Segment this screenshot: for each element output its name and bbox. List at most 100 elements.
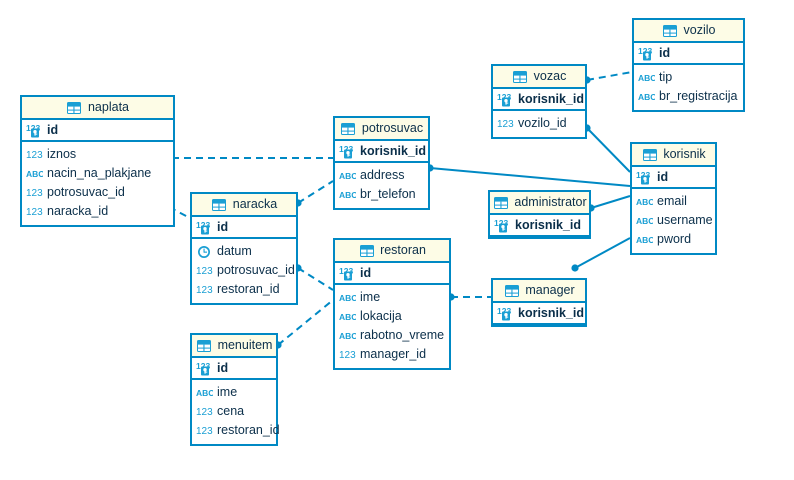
attribute-label: tip [659, 70, 673, 85]
attribute-label: pword [657, 232, 692, 247]
attribute-label: ime [217, 385, 238, 400]
attribute-row[interactable]: ABC address [335, 166, 428, 185]
svg-text:123: 123 [339, 266, 353, 276]
table-icon [641, 147, 658, 162]
number-icon: 123 [196, 282, 213, 297]
attribute-label: naracka_id [47, 204, 109, 219]
entity-title: menuitem [217, 338, 273, 353]
number-icon: 123 [339, 347, 356, 362]
attribute-label: address [360, 168, 405, 183]
relationship-administrator-to-korisnik [587, 195, 631, 212]
svg-text:ABC: ABC [339, 190, 356, 200]
svg-text:ABC: ABC [636, 216, 653, 226]
entity-title: potrosuvac [361, 121, 424, 136]
attribute-row[interactable]: ABC email [632, 192, 715, 211]
entity-header-restoran: restoran [335, 240, 449, 263]
primary-key-row[interactable]: 123 id [632, 167, 715, 189]
primary-key-row[interactable]: 123 korisnik_id [493, 303, 585, 325]
entity-title: restoran [380, 243, 426, 258]
primary-key-label: korisnik_id [518, 305, 584, 320]
svg-text:ABC: ABC [339, 171, 356, 181]
relationship-manager-to-korisnik [571, 237, 631, 272]
svg-text:ABC: ABC [638, 73, 655, 83]
primary-key-number-icon: 123 [497, 92, 514, 107]
primary-key-row[interactable]: 123 korisnik_id [490, 215, 589, 237]
primary-key-row[interactable]: 123 id [192, 217, 296, 239]
table-icon [503, 283, 520, 298]
text-icon: ABC [636, 213, 653, 228]
primary-key-label: id [657, 169, 669, 184]
text-icon: ABC [636, 232, 653, 247]
number-icon: 123 [497, 116, 514, 131]
svg-text:ABC: ABC [339, 293, 356, 303]
entity-title: administrator [514, 195, 587, 210]
svg-text:123: 123 [497, 306, 511, 316]
primary-key-number-icon: 123 [494, 218, 511, 233]
text-icon: ABC [636, 194, 653, 209]
number-icon: 123 [26, 147, 43, 162]
entity-header-korisnik: korisnik [632, 144, 715, 167]
entity-title: naplata [87, 100, 129, 115]
primary-key-label: korisnik_id [515, 217, 581, 232]
primary-key-number-icon: 123 [26, 123, 43, 138]
primary-key-number-icon: 123 [339, 144, 356, 159]
entity-header-naplata: naplata [22, 97, 173, 120]
primary-key-label: id [217, 219, 229, 234]
primary-key-label: id [47, 122, 59, 137]
svg-text:123: 123 [638, 46, 652, 56]
attribute-row[interactable]: datum [192, 242, 296, 261]
attribute-row[interactable]: ABC tip [634, 68, 743, 87]
primary-key-number-icon: 123 [196, 220, 213, 235]
relationship-naracka-to-restoran [294, 264, 334, 291]
attribute-label: email [657, 194, 687, 209]
svg-text:ABC: ABC [636, 197, 653, 207]
table-icon [340, 121, 357, 136]
entity-header-vozilo: vozilo [634, 20, 743, 43]
attribute-row[interactable]: ABC pword [632, 230, 715, 249]
primary-key-number-icon: 123 [636, 170, 653, 185]
primary-key-number-icon: 123 [196, 361, 213, 376]
svg-text:ABC: ABC [26, 169, 43, 179]
svg-text:ABC: ABC [638, 92, 655, 102]
relationship-endpoint-dot [571, 264, 579, 272]
table-icon [211, 197, 228, 212]
entity-header-vozac: vozac [493, 66, 585, 89]
svg-text:123: 123 [196, 266, 213, 277]
primary-key-row[interactable]: 123 id [22, 120, 173, 142]
